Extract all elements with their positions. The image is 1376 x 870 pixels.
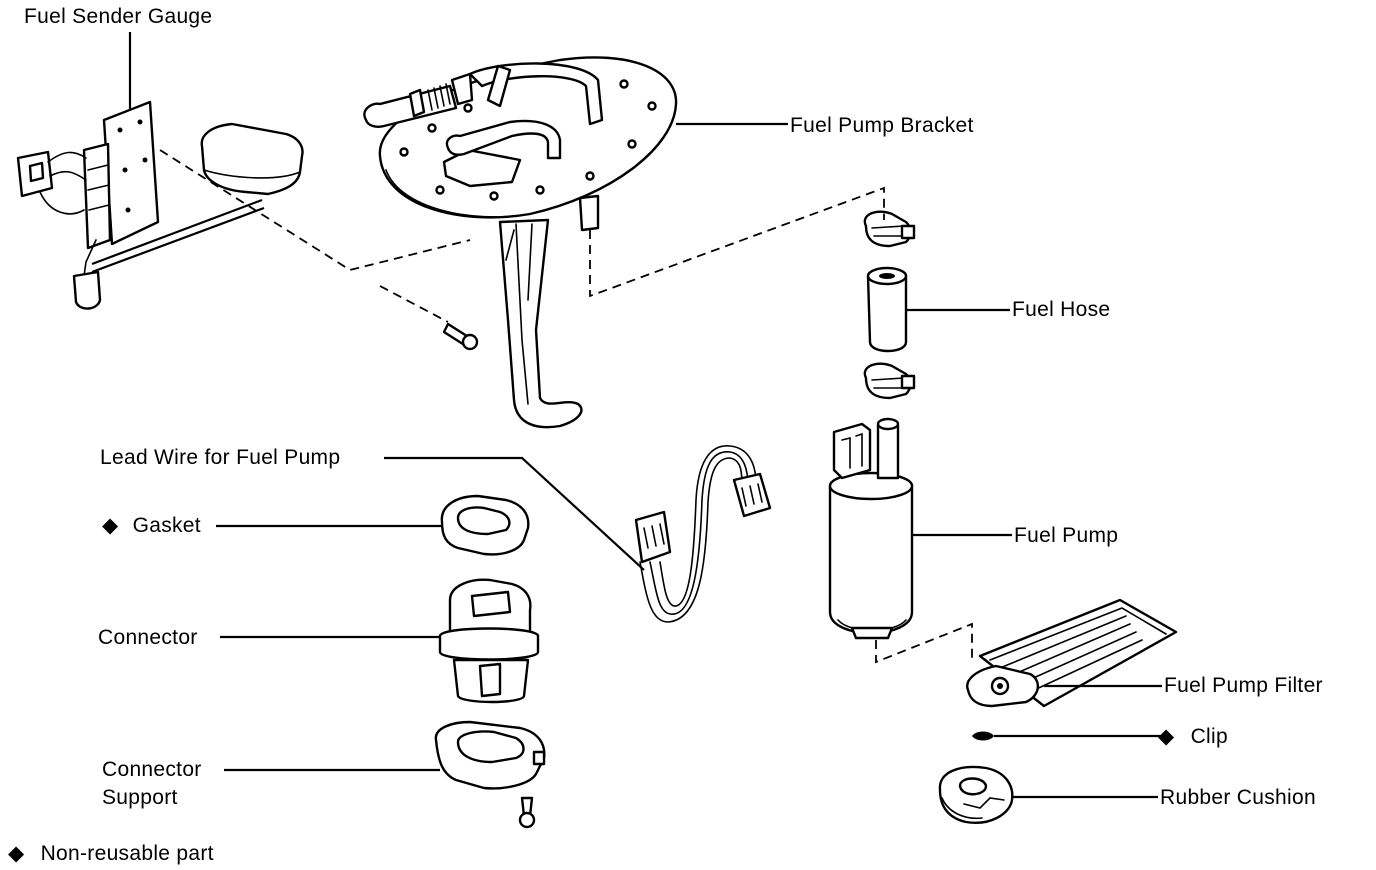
- fuel-pump-part: [828, 417, 914, 640]
- lower-hose-clamp-part: [863, 362, 916, 400]
- leader-lines: [128, 32, 1162, 799]
- fuel-sender-gauge-part: [16, 100, 304, 310]
- label-gasket-text: Gasket: [132, 514, 201, 537]
- label-fuel-pump-filter: Fuel Pump Filter: [1164, 674, 1323, 697]
- bracket-screw-part: [442, 322, 479, 351]
- label-gasket: ◆ Gasket: [102, 514, 201, 538]
- label-lead-wire: Lead Wire for Fuel Pump: [100, 446, 341, 469]
- gasket-part: [440, 494, 530, 556]
- label-fuel-pump: Fuel Pump: [1014, 524, 1119, 547]
- label-fuel-hose: Fuel Hose: [1012, 298, 1111, 321]
- legend-text: Non-reusable part: [40, 842, 214, 865]
- label-clip-text: Clip: [1190, 725, 1228, 748]
- non-reusable-marker: ◆: [102, 514, 119, 537]
- non-reusable-marker: ◆: [1158, 725, 1175, 748]
- label-fuel-pump-bracket: Fuel Pump Bracket: [790, 114, 974, 137]
- label-rubber-cushion: Rubber Cushion: [1160, 786, 1316, 809]
- fuel-pump-bracket-part: [363, 56, 678, 429]
- label-connector-support-line1: Connector: [102, 758, 202, 781]
- label-connector-support-line2: Support: [102, 786, 178, 809]
- legend: ◆ Non-reusable part: [8, 842, 214, 866]
- connector-support-part: [434, 720, 546, 790]
- legend-symbol: ◆: [8, 842, 25, 865]
- clip-part: [972, 731, 994, 741]
- upper-hose-clamp-part: [863, 210, 916, 248]
- label-clip: ◆ Clip: [1158, 725, 1228, 749]
- fuel-hose-part: [866, 266, 908, 353]
- fuel-pump-filter-part: [966, 598, 1178, 708]
- label-connector: Connector: [98, 626, 198, 649]
- assembly-dashed-lines: [159, 149, 973, 664]
- label-fuel-sender-gauge: Fuel Sender Gauge: [24, 5, 213, 28]
- support-screw-part: [518, 796, 536, 829]
- lead-wire-part: [634, 445, 772, 623]
- connector-part: [438, 578, 540, 704]
- rubber-cushion-part: [938, 765, 1014, 824]
